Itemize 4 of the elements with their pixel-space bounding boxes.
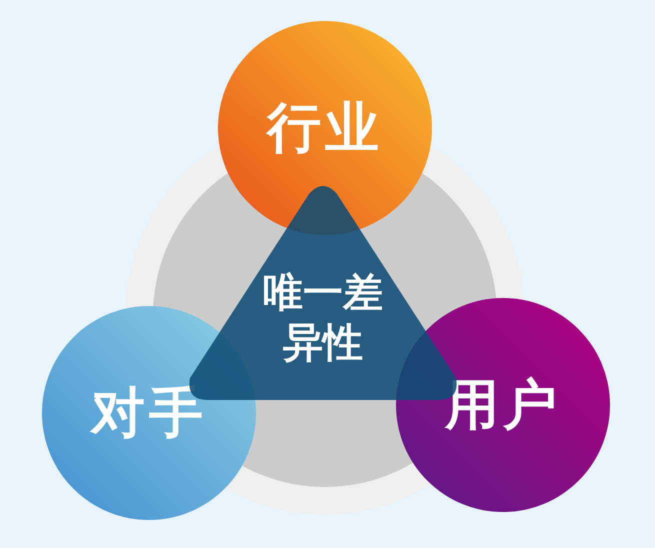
node-label: 对手 xyxy=(91,378,207,446)
node-label: 行业 xyxy=(267,94,383,160)
node-label: 唯一差异性 xyxy=(262,268,384,368)
node-label: 用户 xyxy=(445,370,561,438)
